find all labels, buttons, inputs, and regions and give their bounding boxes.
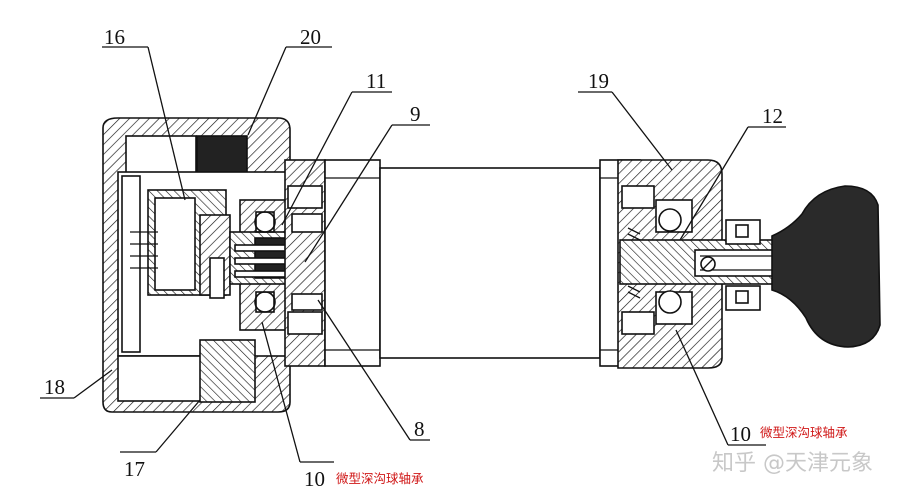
knob [771,185,881,348]
label-20: 20 [300,25,321,49]
label-10-left: 10 [304,467,325,491]
label-18: 18 [44,375,65,399]
label-12: 12 [762,104,783,128]
spring-coils [627,227,641,299]
label-11: 11 [366,69,386,93]
label-16: 16 [104,25,125,49]
internal-motor [130,189,231,299]
annotation-bearing-left: 微型深沟球轴承 [336,471,424,486]
bearing-ball-bottom-right [658,290,682,314]
bearing-ball-top-right [658,208,682,232]
bearing-ball-top-left [254,211,276,233]
central-tube [324,159,641,367]
annotation-bearing-right: 微型深沟球轴承 [760,425,848,440]
label-10-right: 10 [730,422,751,446]
mounting-brackets [725,219,761,311]
bearing-ball-bottom-left [254,291,276,313]
watermark: 知乎 @天津元象 [712,451,873,476]
left-flange [284,159,326,367]
label-8: 8 [414,417,425,441]
right-shaft [619,239,781,285]
label-19: 19 [588,69,609,93]
label-9: 9 [410,102,421,126]
leader-lines [40,46,786,463]
label-17: 17 [124,457,145,481]
